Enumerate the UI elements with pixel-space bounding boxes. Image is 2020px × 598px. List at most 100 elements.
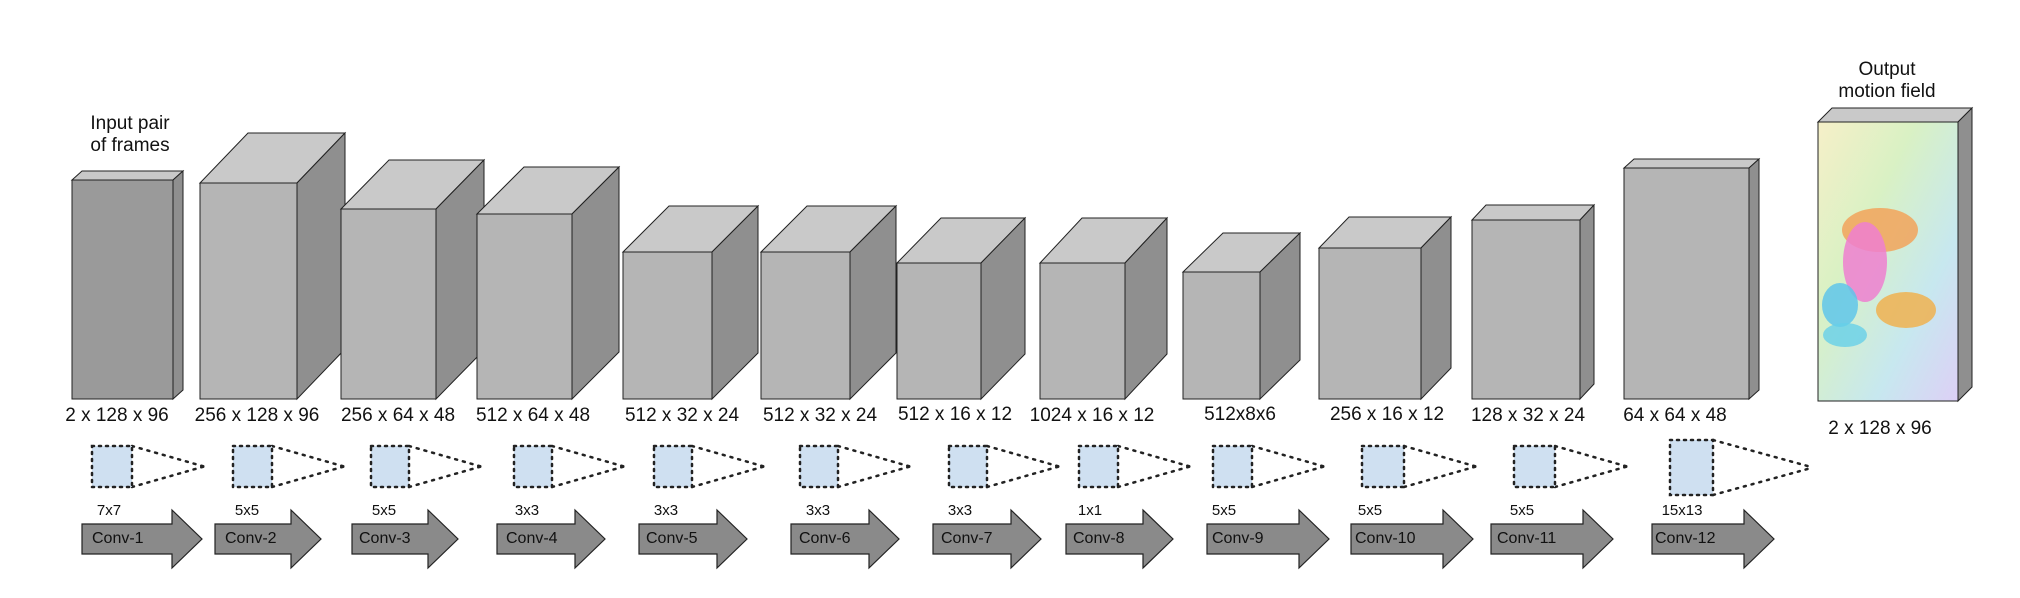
conv-label: Conv-10 <box>1355 530 1416 547</box>
kernel-projection-line <box>550 444 626 468</box>
kernel-size-label: 5x5 <box>371 502 397 519</box>
input-caption-line1: Input pair <box>90 113 170 134</box>
input-caption-line2: of frames <box>90 135 170 156</box>
layer-dims-label: 1024 x 16 x 12 <box>1029 405 1155 426</box>
kernel-window <box>1668 438 1815 497</box>
block-front-face <box>1039 262 1126 400</box>
kernel-square <box>1360 444 1406 489</box>
output-caption-line1: Output <box>1858 59 1916 80</box>
kernel-projection-line <box>130 465 206 489</box>
block-front-face <box>1623 167 1750 400</box>
kernel-projection-line <box>1711 466 1815 497</box>
output-motion-field-block <box>1816 106 1974 403</box>
block-front-face <box>896 262 982 400</box>
kernel-window <box>652 444 766 489</box>
conv-label: Conv-6 <box>799 530 851 547</box>
conv-arrow <box>496 508 606 570</box>
flow-blob <box>1823 323 1867 347</box>
kernel-projection-line <box>1116 444 1192 468</box>
layer-dims-label: 256 x 128 x 96 <box>194 405 320 426</box>
block-front-face <box>71 179 174 400</box>
conv-label: Conv-1 <box>92 530 144 547</box>
kernel-window <box>1211 444 1326 489</box>
layer-block <box>1317 215 1453 401</box>
kernel-size-label: 3x3 <box>947 502 973 519</box>
flow-blob <box>1876 292 1936 328</box>
kernel-window <box>90 444 206 489</box>
block-front-face <box>199 182 298 400</box>
kernel-square <box>90 444 134 489</box>
flow-blob <box>1822 283 1858 327</box>
input-dims-label: 2 x 128 x 96 <box>65 405 169 426</box>
kernel-square <box>369 444 411 489</box>
kernel-projection-line <box>1402 465 1478 489</box>
block-side-face <box>1579 203 1595 401</box>
conv-label: Conv-3 <box>359 530 411 547</box>
kernel-square <box>1512 444 1557 489</box>
conv-label: Conv-2 <box>225 530 277 547</box>
block-front-face <box>1471 219 1581 400</box>
block-top-face <box>70 170 185 181</box>
kernel-window <box>1360 444 1478 489</box>
layer-dims-label: 512x8x6 <box>1204 404 1276 425</box>
block-front-face <box>476 213 573 400</box>
layer-dims-label: 64 x 64 x 48 <box>1623 405 1727 426</box>
conv-label: Conv-8 <box>1073 530 1125 547</box>
layer-dims-label: 512 x 64 x 48 <box>475 405 591 426</box>
block-front-face <box>760 251 851 400</box>
kernel-size-label: 3x3 <box>805 502 831 519</box>
layer-block <box>1038 216 1169 401</box>
layer-dims-label: 512 x 32 x 24 <box>762 405 878 426</box>
conv-arrow <box>790 508 900 570</box>
conv-arrow <box>1651 508 1775 570</box>
kernel-projection-line <box>690 444 766 468</box>
conv-arrow <box>351 508 459 570</box>
kernel-projection-line <box>270 465 346 489</box>
block-front-face <box>1182 271 1261 400</box>
layer-block <box>895 216 1027 401</box>
kernel-projection-line <box>550 465 626 489</box>
block-side-face <box>1420 215 1452 401</box>
kernel-projection-line <box>836 465 912 489</box>
output-caption: Output motion field <box>1838 59 1935 103</box>
block-front-face <box>340 208 437 400</box>
block-top-face <box>1470 204 1596 221</box>
kernel-projection-line <box>1402 444 1478 468</box>
block-front-face <box>622 251 713 400</box>
block-side-face <box>1748 157 1760 401</box>
kernel-projection-line <box>985 444 1061 468</box>
output-caption-line2: motion field <box>1838 81 1936 102</box>
kernel-size-label: 5x5 <box>1357 502 1383 519</box>
layer-block <box>1622 157 1761 401</box>
kernel-size-label: 7x7 <box>96 502 122 519</box>
kernel-square <box>947 444 989 489</box>
input-caption: Input pair of frames <box>90 113 169 157</box>
kernel-window <box>947 444 1061 489</box>
kernel-projection-line <box>130 444 206 468</box>
conv-arrow <box>638 508 748 570</box>
kernel-projection-line <box>1553 444 1629 468</box>
kernel-square <box>1668 438 1715 497</box>
layer-block <box>198 131 347 401</box>
kernel-projection-line <box>1250 444 1326 468</box>
kernel-size-label: 3x3 <box>514 502 540 519</box>
conv-arrow <box>1490 508 1614 570</box>
conv-arrow <box>214 508 322 570</box>
conv-arrow <box>81 508 203 570</box>
conv-label: Conv-12 <box>1655 530 1716 547</box>
conv-arrow <box>1350 508 1474 570</box>
conv-label: Conv-5 <box>646 530 698 547</box>
block-top-face <box>1816 107 1974 123</box>
kernel-window <box>369 444 483 489</box>
conv-label: Conv-9 <box>1212 530 1264 547</box>
kernel-size-label: 3x3 <box>653 502 679 519</box>
input-frames-block <box>70 169 185 401</box>
kernel-size-label: 5x5 <box>1509 502 1535 519</box>
block-side-face <box>172 169 184 401</box>
kernel-projection-line <box>270 444 346 468</box>
layer-block <box>475 165 621 401</box>
kernel-projection-line <box>1711 438 1815 469</box>
kernel-square <box>798 444 840 489</box>
